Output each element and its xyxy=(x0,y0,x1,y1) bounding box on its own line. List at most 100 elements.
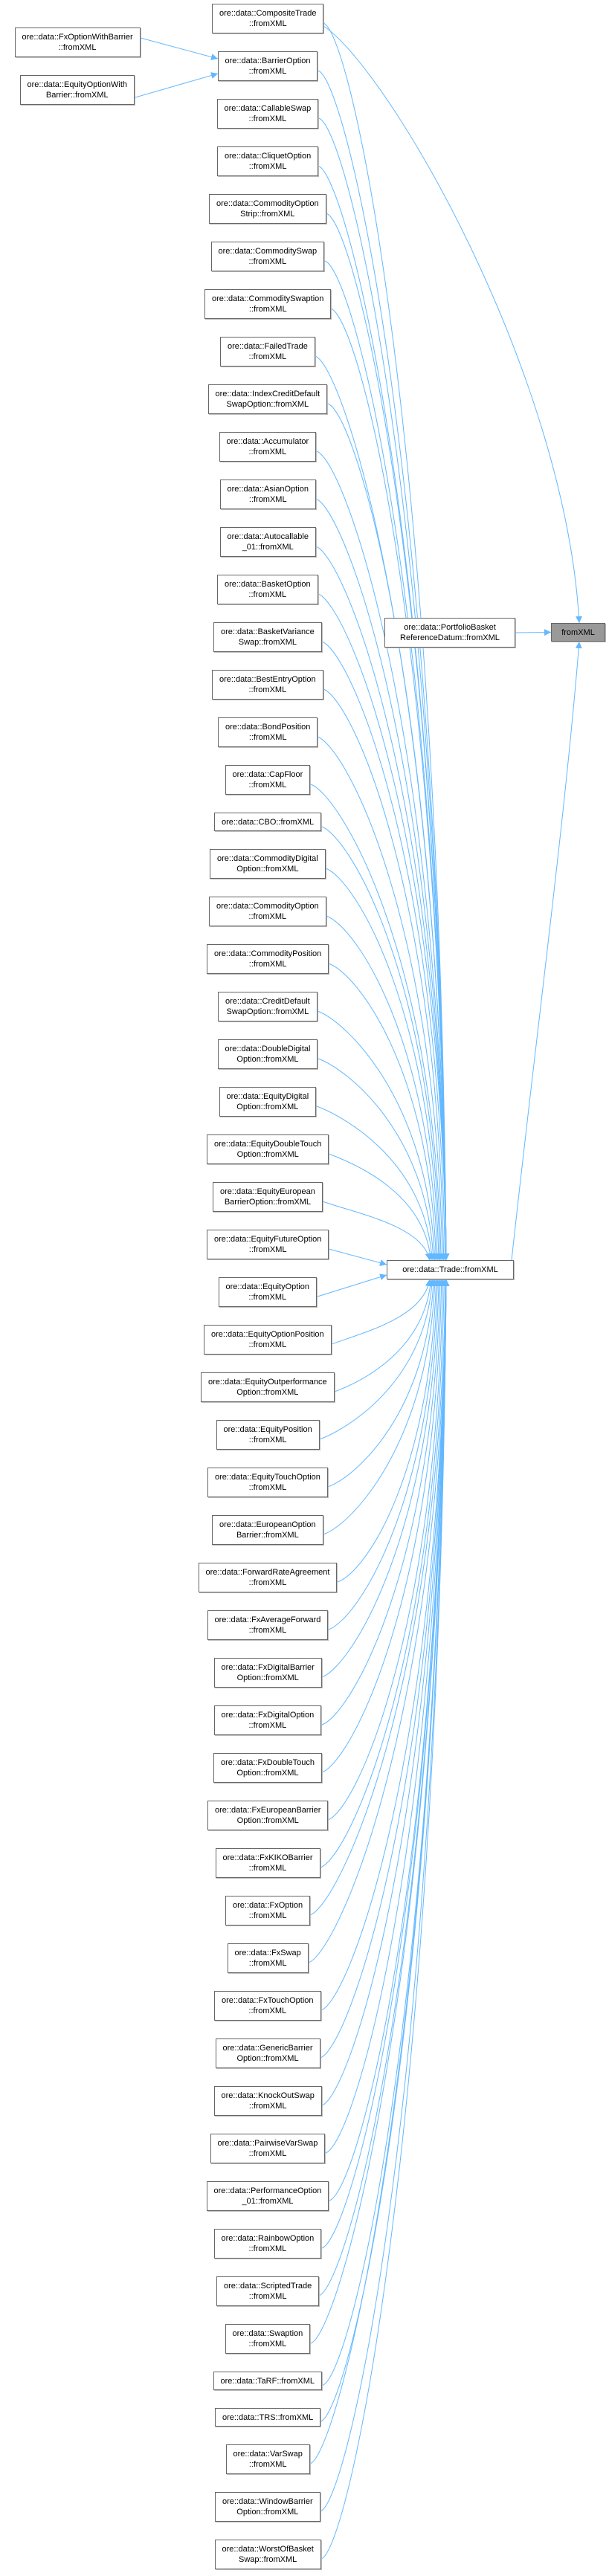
node-commodityposition[interactable]: ore::data::CommodityPosition::fromXML xyxy=(207,944,329,974)
node-label-line: ::fromXML xyxy=(248,305,287,314)
node-label-line: ::fromXML xyxy=(248,590,287,599)
node-label-line: ::fromXML xyxy=(248,1245,287,1254)
call-edge xyxy=(318,70,450,1261)
node-label-line: Option::fromXML xyxy=(236,2054,299,2063)
node-fxkikobarrier[interactable]: ore::data::FxKIKOBarrier::fromXML xyxy=(215,1848,320,1878)
node-trs[interactable]: ore::data::TRS::fromXML xyxy=(215,2408,321,2427)
node-swaption[interactable]: ore::data::Swaption::fromXML xyxy=(225,2324,311,2354)
node-barrieroption[interactable]: ore::data::BarrierOption::fromXML xyxy=(217,51,318,81)
node-label-line: ore::data::EquityEuropean xyxy=(220,1187,315,1196)
node-fx-option-with-barrier[interactable]: ore::data::FxOptionWithBarrier::fromXML xyxy=(14,28,141,57)
node-fxswap[interactable]: ore::data::FxSwap::fromXML xyxy=(227,1943,309,1973)
node-label-line: ::fromXML xyxy=(248,2149,287,2158)
node-asianoption[interactable]: ore::data::AsianOption::fromXML xyxy=(219,480,316,509)
node-label-line: ore::data::EquityOutperformance xyxy=(208,1378,327,1387)
node-label-line: ore::data::Autocallable xyxy=(227,532,309,541)
node-equityfutureoption[interactable]: ore::data::EquityFutureOption::fromXML xyxy=(207,1230,329,1259)
node-label-line: ore::data::CommoditySwaption xyxy=(212,294,324,303)
node-label-line: Option::fromXML xyxy=(236,1816,299,1825)
node-label-line: ore::data::EquityOptionWith xyxy=(27,80,128,89)
node-commodityswap[interactable]: ore::data::CommoditySwap::fromXML xyxy=(210,242,325,271)
node-tarf[interactable]: ore::data::TaRF::fromXML xyxy=(213,2372,323,2390)
node-compositetrade[interactable]: ore::data::CompositeTrade::fromXML xyxy=(212,4,324,33)
call-edge xyxy=(308,1279,450,1963)
node-basketoption[interactable]: ore::data::BasketOption::fromXML xyxy=(217,575,318,604)
node-failedtrade[interactable]: ore::data::FailedTrade::fromXML xyxy=(220,337,315,367)
node-label-line: ore::data::VarSwap xyxy=(233,2450,303,2459)
node-rainbowoption[interactable]: ore::data::RainbowOption::fromXML xyxy=(213,2229,322,2259)
node-equityposition[interactable]: ore::data::EquityPosition::fromXML xyxy=(216,1420,320,1450)
node-label-line: ore::data::CapFloor xyxy=(232,770,303,779)
node-label-line: BarrierOption::fromXML xyxy=(224,1198,311,1207)
node-fxaverageforward[interactable]: ore::data::FxAverageForward::fromXML xyxy=(207,1610,329,1640)
node-accumulator[interactable]: ore::data::Accumulator::fromXML xyxy=(219,432,317,462)
call-edge xyxy=(321,641,448,1261)
node-label-line: ore::data::FxTouchOption xyxy=(222,1996,314,2005)
call-edge xyxy=(328,1153,434,1261)
node-label-line: ore::data::FxOption xyxy=(233,1901,303,1910)
node-callableswap[interactable]: ore::data::CallableSwap::fromXML xyxy=(216,99,319,129)
node-label-line: ore::data::EquityDigital xyxy=(226,1092,309,1101)
node-bestentryoption[interactable]: ore::data::BestEntryOption::fromXML xyxy=(212,670,323,700)
node-fxoption[interactable]: ore::data::FxOption::fromXML xyxy=(225,1896,311,1925)
node-scriptedtrade[interactable]: ore::data::ScriptedTrade::fromXML xyxy=(216,2276,320,2306)
node-label-line: ore::data::FxDigitalOption xyxy=(221,1711,315,1720)
node-cliquetoption[interactable]: ore::data::CliquetOption::fromXML xyxy=(217,146,319,176)
node-label-line: ::fromXML xyxy=(248,2340,287,2349)
call-edge xyxy=(320,826,443,1261)
node-performanceoption-01[interactable]: ore::data::PerformanceOption_01::fromXML xyxy=(206,2181,329,2211)
call-edge xyxy=(320,1279,450,2011)
node-bondposition[interactable]: ore::data::BondPosition::fromXML xyxy=(218,717,318,747)
node-label-line: ore::data::FxSwap xyxy=(234,1949,301,1957)
node-fxtouchoption[interactable]: ore::data::FxTouchOption::fromXML xyxy=(214,1991,321,2021)
call-edge xyxy=(135,72,219,98)
call-edge xyxy=(320,1279,450,2059)
node-label-line: ::fromXML xyxy=(248,1293,287,1302)
node-capfloor[interactable]: ore::data::CapFloor::fromXML xyxy=(225,765,311,795)
node-trade-fromxml[interactable]: ore::data::Trade::fromXML xyxy=(387,1260,514,1279)
node-label-line: ore::data::EuropeanOption xyxy=(219,1520,316,1529)
node-commodityswaption[interactable]: ore::data::CommoditySwaption::fromXML xyxy=(204,289,332,319)
node-varswap[interactable]: ore::data::VarSwap::fromXML xyxy=(225,2444,310,2474)
node-pairwisevarswap[interactable]: ore::data::PairwiseVarSwap::fromXML xyxy=(210,2134,326,2163)
node-label-line: ::fromXML xyxy=(248,960,287,969)
call-edge xyxy=(140,37,219,61)
node-cbo[interactable]: ore::data::CBO::fromXML xyxy=(214,813,322,831)
node-label-line: ore::data::RainbowOption xyxy=(221,2234,315,2243)
node-equityoption[interactable]: ore::data::EquityOption::fromXML xyxy=(218,1277,318,1307)
node-autocallable-01[interactable]: ore::data::Autocallable_01::fromXML xyxy=(219,527,316,557)
call-edge xyxy=(322,1201,432,1261)
node-forwardrateagreement[interactable]: ore::data::ForwardRateAgreement::fromXML xyxy=(198,1563,338,1592)
node-equityoptionposition[interactable]: ore::data::EquityOptionPosition::fromXML xyxy=(204,1325,332,1355)
node-label-line: ore::data::CompositeTrade xyxy=(219,9,317,18)
node-knockoutswap[interactable]: ore::data::KnockOutSwap::fromXML xyxy=(213,2086,322,2116)
call-edge xyxy=(320,1279,450,2422)
node-label-line: ore::data::CommodityPosition xyxy=(214,949,322,958)
node-commodityoption[interactable]: ore::data::CommodityOption::fromXML xyxy=(209,897,326,926)
focus-node-fromxml[interactable]: fromXML xyxy=(551,623,605,642)
node-fxdigitaloption[interactable]: ore::data::FxDigitalOption::fromXML xyxy=(213,1705,322,1735)
node-label-line: ore::data::WindowBarrier xyxy=(222,2497,313,2506)
node-equitytouchoption[interactable]: ore::data::EquityTouchOption::fromXML xyxy=(207,1468,328,1497)
node-label-line: ore::data::PortfolioBasket xyxy=(404,623,496,632)
call-edge xyxy=(337,1279,439,1583)
